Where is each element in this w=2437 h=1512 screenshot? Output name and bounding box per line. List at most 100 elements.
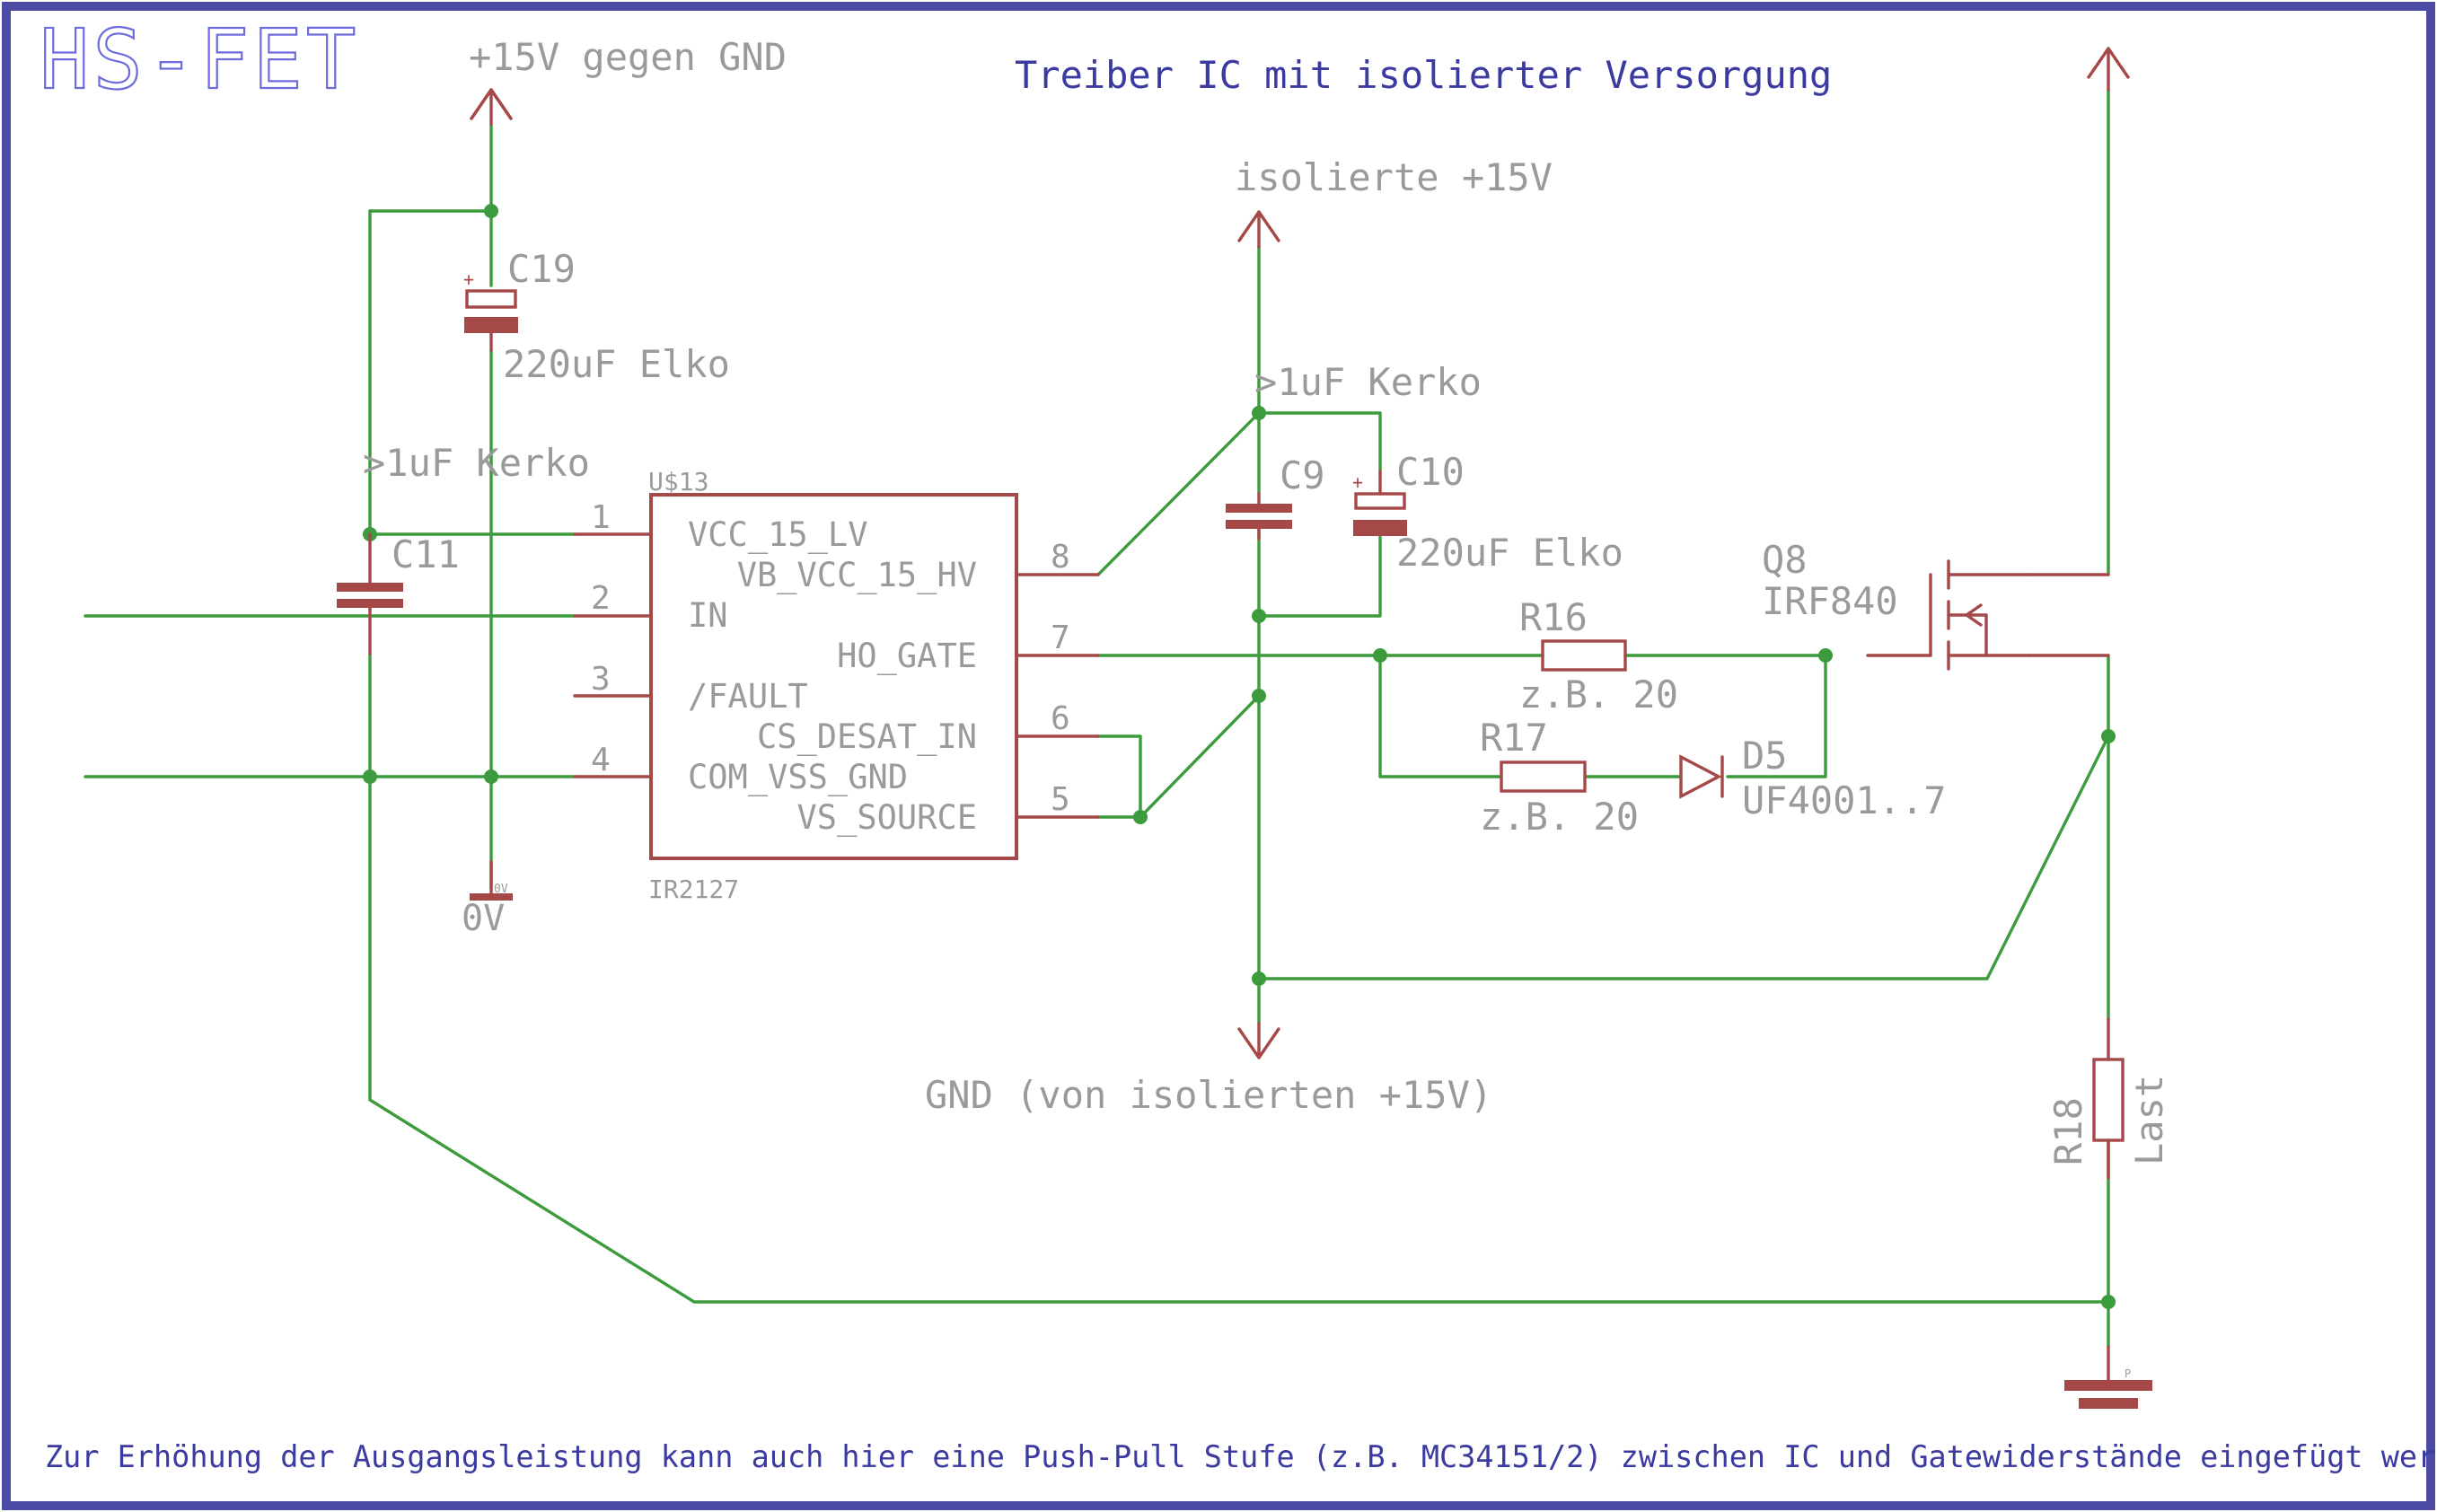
ic-pin5-num: 5 (1051, 781, 1070, 818)
junction (1133, 810, 1148, 824)
r17-body (1500, 760, 1587, 793)
ground-symbol: P (2064, 1345, 2152, 1409)
ic-pin5-name: VS_SOURCE (797, 798, 977, 838)
capacitor-c10: + (1352, 470, 1407, 536)
label-c9-name: C9 (1280, 453, 1325, 497)
ic-pin7-num: 7 (1051, 620, 1070, 656)
c10-plus: + (1352, 471, 1363, 493)
label-main-plus: +15V gegen GND (469, 35, 787, 79)
ground-bar-bottom (2079, 1398, 2138, 1409)
c19-plus: + (463, 268, 474, 290)
junction (484, 769, 498, 784)
ground-0v-small-label: 0V (494, 883, 508, 896)
gnd-arrow-iso-icon (1237, 1022, 1280, 1059)
ground-0v-bar (470, 893, 513, 901)
label-iso-gnd: GND (von isolierten +15V) (925, 1073, 1492, 1117)
resistor-r16 (1541, 639, 1627, 672)
ic-pin1-name: VCC_15_LV (688, 515, 867, 555)
ic-pin6-num: 6 (1051, 700, 1070, 737)
label-d5-name: D5 (1742, 734, 1788, 778)
label-d5-value: UF4001..7 (1742, 778, 1947, 822)
label-q8-name: Q8 (1762, 538, 1808, 582)
label-c10-name: C10 (1396, 450, 1465, 494)
capacitor-c9 (1226, 492, 1292, 541)
wire-d5-out (1726, 654, 1827, 778)
label-r17-value: z.B. 20 (1480, 795, 1639, 839)
wire-source-return (1257, 734, 2110, 980)
q8-arrow-icon (1965, 603, 1983, 627)
capacitor-c11 (337, 532, 403, 655)
junction (1252, 689, 1266, 703)
junction (484, 204, 498, 218)
ic-pin2-name: IN (688, 596, 728, 635)
ic-pin3-num: 3 (591, 661, 611, 698)
junction (1252, 971, 1266, 986)
resistor-r18 (2092, 1017, 2125, 1180)
label-c11-note: >1uF Kerko (363, 441, 590, 485)
wire-pin6 (1096, 734, 1142, 819)
header-note: Treiber IC mit isolierter Versorgung (1015, 53, 1832, 97)
ic-pin8-num: 8 (1051, 539, 1070, 576)
ic-pin2-num: 2 (591, 580, 611, 617)
ic-ref-label: U$13 (648, 467, 708, 497)
label-zero-v: 0V (462, 898, 505, 939)
label-q8-value: IRF840 (1762, 579, 1898, 623)
label-c10-value: 220uF Elko (1396, 531, 1623, 575)
ic-ir2127 (573, 493, 1100, 860)
c9-plate-top (1226, 504, 1292, 513)
resistor-r17 (1500, 760, 1587, 793)
capacitor-c19: + (463, 268, 518, 352)
label-iso-plus: isolierte +15V (1235, 155, 1553, 199)
wire-c10-top (1257, 411, 1382, 473)
junction (1373, 648, 1387, 663)
ic-pin7-name: HO_GATE (837, 637, 977, 676)
wire-pin8 (1096, 411, 1261, 576)
r18-body (2092, 1058, 2125, 1142)
label-r18-value: Last (2127, 1075, 2171, 1165)
wire-c10-bottom (1257, 535, 1382, 618)
c10-plate-open (1354, 492, 1406, 510)
c19-plate-solid (464, 317, 518, 333)
ic-pin1-num: 1 (591, 499, 611, 536)
supply-arrow-iso-icon (1237, 210, 1280, 249)
wire-r17-in (1378, 654, 1503, 778)
junction (1252, 406, 1266, 420)
junction (1818, 648, 1833, 663)
ic-type-label: IR2127 (648, 875, 739, 904)
r16-body (1541, 639, 1627, 672)
diode-d5 (1679, 754, 1724, 799)
ic-pin8-name: VB_VCC_15_HV (737, 556, 977, 595)
wire-pin5 (1096, 694, 1261, 819)
ic-pin3-name: /FAULT (688, 677, 808, 716)
ic-body (649, 493, 1018, 860)
ground-small-label: P (2125, 1367, 2131, 1380)
ground-bar-top (2064, 1380, 2152, 1391)
label-c19-name: C19 (507, 247, 576, 291)
ground-0v: 0V (470, 860, 513, 901)
label-r17-name: R17 (1480, 716, 1548, 760)
junctions (363, 204, 2116, 1309)
label-r16-name: R16 (1519, 595, 1588, 639)
c19-plate-open (465, 289, 517, 309)
supply-arrow-drain-icon (2087, 47, 2130, 92)
ic-pin4-name: COM_VSS_GND (688, 758, 908, 797)
wire-gnd-return (368, 652, 2110, 1349)
label-c19-value: 220uF Elko (503, 342, 730, 386)
junction (2101, 729, 2116, 743)
label-c11-name: C11 (392, 532, 460, 576)
c11-plate-top (337, 583, 403, 592)
mosfet-q8 (1866, 559, 2110, 671)
ic-pin4-num: 4 (591, 742, 611, 778)
junction (363, 769, 377, 784)
label-r16-value: z.B. 20 (1519, 672, 1678, 716)
sheet-title: HS-FET (40, 12, 359, 108)
nets (84, 88, 2110, 1349)
footer-note: Zur Erhöhung der Ausgangsleistung kann a… (45, 1439, 2437, 1474)
label-r18-name: R18 (2046, 1097, 2090, 1165)
d5-triangle (1679, 754, 1722, 799)
label-c9-note: >1uF Kerko (1254, 360, 1482, 404)
junction (1252, 609, 1266, 623)
